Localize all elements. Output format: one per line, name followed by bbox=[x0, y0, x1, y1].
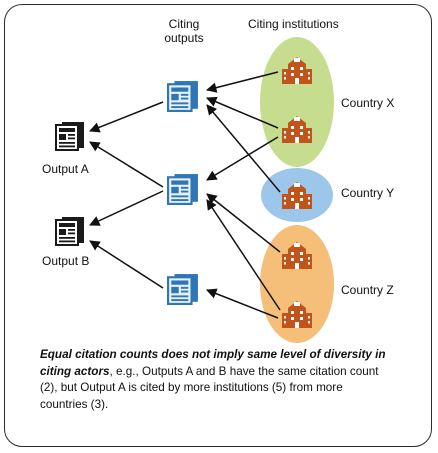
arrow-instZ2-to-cite3 bbox=[206, 288, 279, 319]
caption-emphasis: Equal citation counts does not imply sam… bbox=[40, 348, 386, 378]
arrow-instX2-to-cite2 bbox=[206, 136, 279, 181]
arrow-instZ2-to-cite2 bbox=[206, 199, 281, 311]
citing-outputs-header-line1: Citing bbox=[168, 17, 200, 31]
country-x-label: Country X bbox=[341, 96, 395, 110]
citing-output-1-document-icon bbox=[167, 80, 199, 112]
arrow-instX2-to-cite1 bbox=[206, 96, 279, 129]
citing-outputs-header-line2: outputs bbox=[164, 31, 204, 45]
country-x-region bbox=[260, 37, 334, 167]
arrow-cite2-to-outputA bbox=[89, 141, 164, 188]
arrow-instX1-to-cite1 bbox=[205, 71, 279, 93]
output-a-label: Output A bbox=[42, 162, 89, 176]
arrow-instZ1-to-cite2 bbox=[206, 193, 281, 253]
country-z-region bbox=[260, 225, 334, 343]
figure-caption: Equal citation counts does not imply sam… bbox=[40, 347, 392, 413]
arrow-cite1-to-outputA bbox=[89, 101, 164, 133]
caption-body: , e.g., Outputs A and B have the same ci… bbox=[40, 364, 379, 411]
output-a-document-icon bbox=[55, 121, 85, 151]
citing-output-2-document-icon bbox=[167, 173, 199, 205]
arrow-instY-to-cite1 bbox=[206, 104, 281, 193]
arrow-cite3-to-outputB bbox=[89, 240, 164, 289]
citing-institutions-header: Citing institutions bbox=[248, 17, 339, 31]
output-b-label: Output B bbox=[42, 254, 90, 268]
arrow-cite2-to-outputB bbox=[89, 190, 164, 226]
citing-outputs-header: Citing outputs bbox=[152, 17, 216, 45]
country-y-label: Country Y bbox=[341, 186, 395, 200]
country-z-label: Country Z bbox=[341, 283, 394, 297]
citing-output-3-document-icon bbox=[167, 273, 199, 305]
output-b-document-icon bbox=[55, 216, 85, 246]
